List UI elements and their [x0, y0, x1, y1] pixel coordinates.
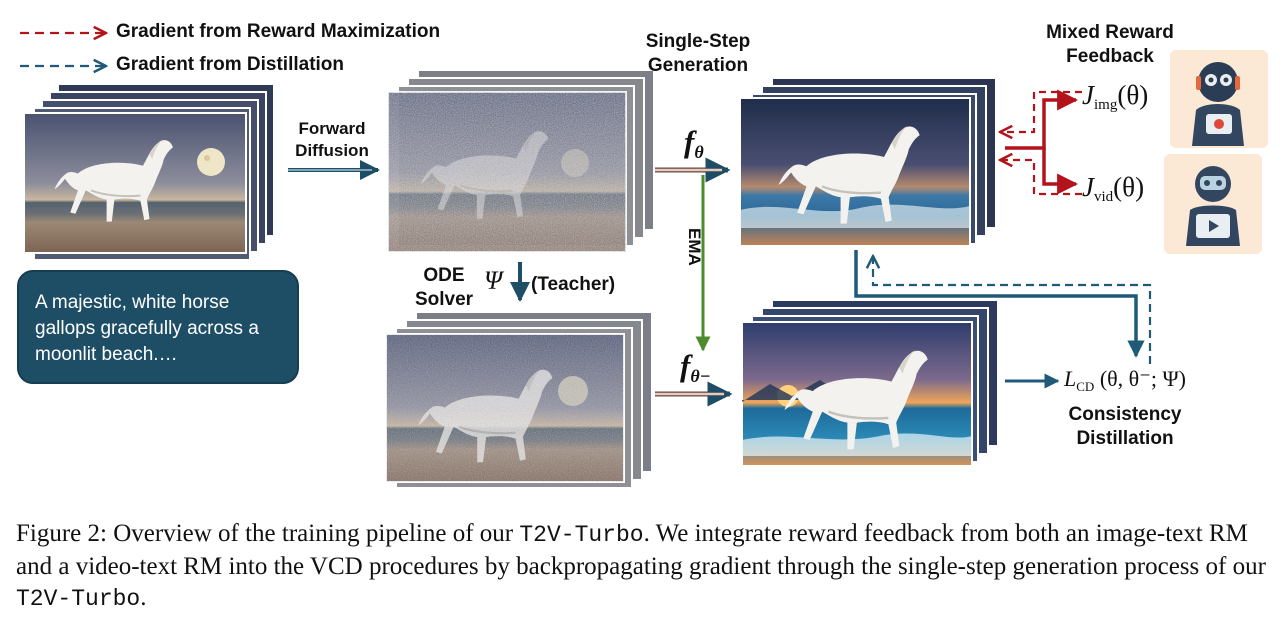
mixed-reward-line-2: Feedback	[1066, 46, 1154, 67]
j-vid-argument: (θ)	[1113, 172, 1145, 202]
f-theta-symbol: f	[684, 124, 695, 159]
j-img-symbol: J	[1082, 80, 1094, 110]
ema-label: EMA	[685, 228, 704, 266]
l-cd-symbol: L	[1064, 366, 1077, 391]
ode-solver-line-2: Solver	[414, 289, 474, 310]
j-img-subscript: img	[1093, 97, 1118, 113]
legend-distill-label: Gradient from Distillation	[116, 54, 345, 75]
text-prompt-box: A majestic, white horse gallops graceful…	[17, 270, 299, 384]
video-reward-robot-icon	[1164, 154, 1262, 254]
f-theta-minus-label: fθ−	[680, 348, 711, 387]
mixed-reward-line-1: Mixed Reward	[1046, 22, 1174, 43]
forward-diffusion-label: Forward Diffusion	[280, 118, 384, 162]
l-cd-subscript: CD	[1076, 379, 1095, 394]
denoised-video-stack	[385, 311, 653, 489]
figure-caption: Figure 2: Overview of the training pipel…	[16, 518, 1278, 615]
caption-prefix: Figure 2: Overview of the training pipel…	[16, 520, 520, 547]
f-theta-subscript: θ	[694, 142, 704, 162]
single-step-label: Single-Step Generation	[628, 30, 768, 78]
target-video-stack	[741, 299, 999, 467]
consistency-line-1: Consistency	[1068, 404, 1182, 425]
l-cd-label: LCD (θ, θ⁻; Ψ)	[1064, 366, 1186, 395]
f-theta-label: fθ	[684, 124, 704, 163]
image-reward-robot-icon	[1170, 50, 1268, 148]
forward-diffusion-line-1: Forward	[298, 119, 366, 138]
caption-model-name-2: T2V-Turbo	[16, 586, 141, 612]
psi-symbol: Ψ	[484, 266, 503, 295]
j-img-argument: (θ)	[1117, 80, 1149, 110]
consistency-distillation-label: Consistency Distillation	[1040, 403, 1210, 451]
noisy-video-stack	[387, 69, 655, 253]
single-step-line-1: Single-Step	[645, 31, 751, 52]
ode-solver-label: ODE Solver	[408, 264, 480, 312]
forward-diffusion-line-2: Diffusion	[295, 141, 369, 160]
j-vid-subscript: vid	[1093, 189, 1114, 205]
generated-video-stack	[739, 77, 997, 247]
teacher-label: (Teacher)	[531, 274, 616, 295]
f-theta-minus-subscript: θ−	[690, 366, 711, 386]
consistency-line-2: Distillation	[1076, 428, 1174, 449]
j-img-label: Jimg(θ)	[1082, 80, 1148, 114]
caption-model-name-1: T2V-Turbo	[519, 522, 644, 548]
j-vid-label: Jvid(θ)	[1082, 172, 1144, 206]
f-theta-minus-symbol: f	[680, 348, 691, 383]
j-vid-symbol: J	[1082, 172, 1094, 202]
text-prompt: A majestic, white horse gallops graceful…	[35, 292, 259, 365]
mixed-reward-label: Mixed Reward Feedback	[1030, 21, 1190, 69]
ode-solver-line-1: ODE	[423, 265, 465, 286]
input-video-stack	[23, 83, 275, 261]
single-step-line-2: Generation	[647, 55, 749, 76]
caption-suffix: .	[140, 584, 147, 611]
legend-reward-label: Gradient from Reward Maximization	[116, 21, 441, 42]
caption-middle: . We integrate reward feedback from both…	[16, 520, 1266, 580]
l-cd-argument: (θ, θ⁻; Ψ)	[1099, 366, 1186, 391]
